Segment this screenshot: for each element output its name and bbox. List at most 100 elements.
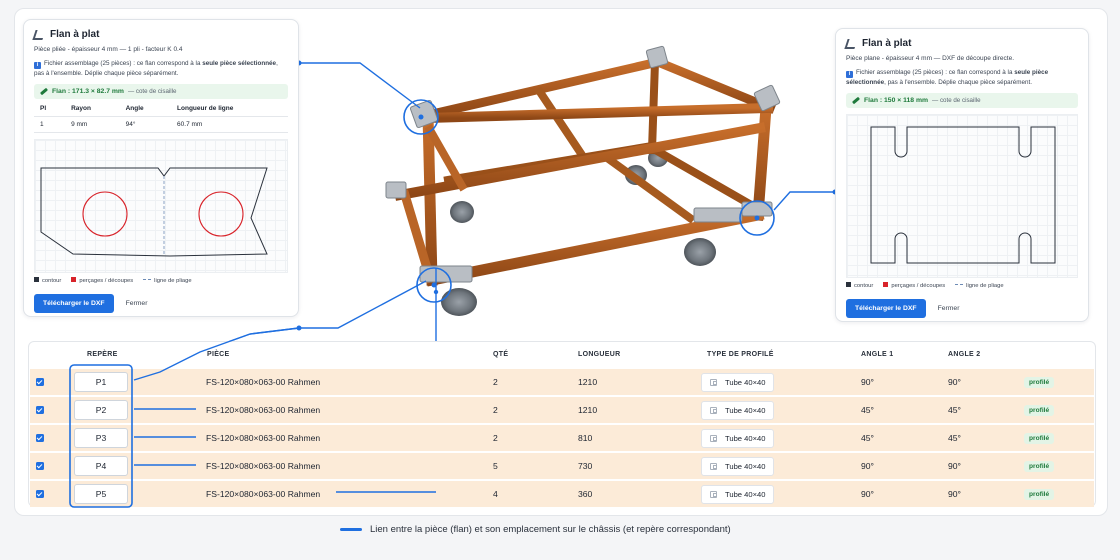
- flan-note: — cote de cisaille: [932, 97, 981, 105]
- repere-field[interactable]: P5: [74, 484, 128, 504]
- bend-row: 1 9 mm 94° 60.7 mm: [34, 116, 288, 134]
- flat-pattern-panel-left: Flan à plat Pièce pliée - épaisseur 4 mm…: [23, 19, 299, 317]
- table-row[interactable]: P1 FS-120×080×063-00 Rahmen 2 1210 Tube …: [30, 369, 1094, 395]
- table-row[interactable]: P2 FS-120×080×063-00 Rahmen 2 1210 Tube …: [30, 397, 1094, 423]
- bend-line-swatch: [143, 278, 152, 280]
- link-line-swatch: [340, 528, 362, 531]
- download-dxf-button[interactable]: Télécharger le DXF: [34, 294, 114, 314]
- angle-2: 90°: [948, 489, 961, 499]
- hole-left: [82, 191, 128, 237]
- panel-actions: Télécharger le DXF Fermer: [846, 299, 1078, 319]
- row-checkbox[interactable]: [36, 490, 44, 498]
- profile-type-select[interactable]: Tube 40×40: [701, 372, 775, 392]
- bend-header-length: Longueur de ligne: [171, 101, 288, 118]
- header-qte: QTÉ: [493, 351, 509, 358]
- angle-2: 90°: [948, 461, 961, 471]
- flan-dimension-bar: Flan : 171.3 × 82.7 mm — cote de cisaill…: [34, 84, 288, 100]
- angle-2: 90°: [948, 377, 961, 387]
- header-repere: REPÈRE: [87, 351, 118, 358]
- profile-square-icon: [710, 434, 717, 442]
- row-checkbox[interactable]: [36, 406, 44, 414]
- flan-note: — cote de cisaille: [127, 88, 177, 96]
- holes-swatch: [71, 277, 77, 283]
- profile-square-icon: [710, 378, 717, 386]
- bend-line-swatch: [955, 283, 964, 285]
- flan-dimension: Flan : 150 × 118 mm: [864, 97, 929, 105]
- table-row[interactable]: P3 FS-120×080×063-00 Rahmen 2 810 Tube 4…: [30, 425, 1094, 451]
- pencil-icon: [851, 96, 861, 105]
- panel-title-text: Flan à plat: [50, 29, 100, 40]
- download-dxf-button[interactable]: Télécharger le DXF: [846, 299, 926, 319]
- profile-type-select[interactable]: Tube 40×40: [701, 456, 775, 476]
- table-row[interactable]: P4 FS-120×080×063-00 Rahmen 5 730 Tube 4…: [30, 453, 1094, 479]
- profile-type-select[interactable]: Tube 40×40: [701, 484, 775, 504]
- status-badge: profilé: [1024, 376, 1055, 388]
- flat-pattern-drawing-bent[interactable]: [34, 139, 288, 274]
- panel-title: Flan à plat: [844, 38, 1078, 49]
- contour-swatch: [846, 282, 851, 288]
- close-button[interactable]: Fermer: [937, 305, 960, 313]
- parts-table-header: REPÈRE PIÈCE QTÉ LONGUEUR TYPE DE PROFIL…: [29, 342, 1095, 368]
- row-checkbox[interactable]: [36, 462, 44, 470]
- status-badge: profilé: [1024, 488, 1055, 500]
- profile-square-icon: [710, 406, 717, 414]
- profile-square-icon: [710, 462, 717, 470]
- panel-subtitle: Pièce pliée - épaisseur 4 mm — 1 pli - f…: [34, 46, 183, 53]
- info-icon: i: [34, 62, 41, 69]
- table-row[interactable]: P5 FS-120×080×063-00 Rahmen 4 360 Tube 4…: [30, 481, 1094, 507]
- quantity: 2: [493, 405, 498, 415]
- repere-field[interactable]: P1: [74, 372, 128, 392]
- repere-field[interactable]: P3: [74, 428, 128, 448]
- flat-pattern-drawing-plane[interactable]: [846, 114, 1078, 279]
- header-angle2: ANGLE 2: [948, 351, 981, 358]
- drawing-legend: contour perçages / découpes ligne de pli…: [34, 277, 288, 284]
- panel-actions: Télécharger le DXF Fermer: [34, 294, 288, 314]
- caption-text: Lien entre la pièce (flan) et son emplac…: [370, 524, 731, 535]
- header-piece: PIÈCE: [207, 351, 230, 358]
- parts-table: REPÈRE PIÈCE QTÉ LONGUEUR TYPE DE PROFIL…: [28, 341, 1096, 507]
- close-button[interactable]: Fermer: [125, 300, 148, 308]
- row-checkbox[interactable]: [36, 434, 44, 442]
- status-badge: profilé: [1024, 460, 1055, 472]
- profile-square-icon: [710, 490, 717, 498]
- repere-field[interactable]: P2: [74, 400, 128, 420]
- angle-1: 90°: [861, 377, 874, 387]
- length: 810: [578, 433, 593, 443]
- bend-header-pl: Pl: [34, 101, 66, 118]
- contour-swatch: [34, 277, 39, 283]
- angle-1: 45°: [861, 405, 874, 415]
- piece-name: FS-120×080×063-00 Rahmen: [206, 461, 321, 471]
- profile-type-select[interactable]: Tube 40×40: [701, 400, 775, 420]
- piece-name: FS-120×080×063-00 Rahmen: [206, 433, 321, 443]
- header-angle1: ANGLE 1: [861, 351, 894, 358]
- panel-subtitle: Pièce plane - épaisseur 4 mm — DXF de dé…: [846, 55, 1015, 62]
- piece-name: FS-120×080×063-00 Rahmen: [206, 377, 321, 387]
- pencil-icon: [39, 87, 49, 96]
- header-longueur: LONGUEUR: [578, 351, 621, 358]
- piece-name: FS-120×080×063-00 Rahmen: [206, 489, 321, 499]
- hole-right: [198, 191, 244, 237]
- link-caption: Lien entre la pièce (flan) et son emplac…: [340, 524, 731, 535]
- quantity: 2: [493, 377, 498, 387]
- drawing-legend: contour perçages / découpes ligne de pli…: [846, 282, 1078, 289]
- plane-part-outline: [870, 126, 1056, 264]
- length: 360: [578, 489, 593, 499]
- profile-type-select[interactable]: Tube 40×40: [701, 428, 775, 448]
- quantity: 4: [493, 489, 498, 499]
- repere-field[interactable]: P4: [74, 456, 128, 476]
- quantity: 2: [493, 433, 498, 443]
- bend-header-rayon: Rayon: [65, 101, 120, 118]
- info-icon: i: [846, 71, 853, 78]
- flat-pattern-panel-right: Flan à plat Pièce plane - épaisseur 4 mm…: [835, 28, 1089, 322]
- quantity: 5: [493, 461, 498, 471]
- panel-title-text: Flan à plat: [862, 38, 912, 49]
- header-type: TYPE DE PROFILÉ: [707, 351, 774, 358]
- bend-header-angle: Angle: [119, 101, 172, 118]
- triangle-ruler-icon: [844, 38, 858, 49]
- row-checkbox[interactable]: [36, 378, 44, 386]
- bend-table: Pl Rayon Angle Longueur de ligne 1 9 mm …: [34, 101, 288, 134]
- triangle-ruler-icon: [32, 29, 46, 40]
